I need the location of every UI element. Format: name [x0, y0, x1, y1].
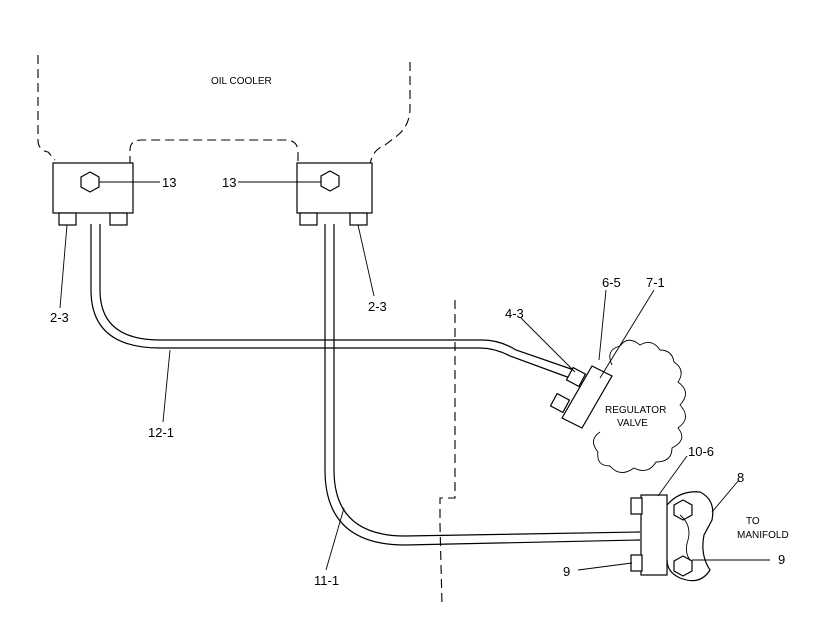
manifold-flange — [630, 491, 714, 582]
oil-cooler-label: OIL COOLER — [211, 76, 272, 87]
tube-11-1 — [324, 224, 641, 546]
regulator-label-line1: REGULATOR — [605, 405, 666, 416]
callout-10-6: 10-6 — [688, 444, 714, 459]
callout-6-5: 6-5 — [602, 275, 621, 290]
callout-7-1: 7-1 — [646, 275, 665, 290]
right-mounting-block — [296, 162, 373, 226]
callout-13-left: 13 — [162, 175, 176, 190]
tube-12-1 — [90, 224, 575, 379]
oil-cooler-outline — [37, 55, 411, 166]
callout-12-1: 12-1 — [148, 425, 174, 440]
callout-11-1: 11-1 — [314, 573, 339, 588]
to-label: TO — [746, 516, 760, 527]
callout-8: 8 — [737, 470, 744, 485]
manifold-label: MANIFOLD — [737, 530, 789, 541]
callout-13-right: 13 — [222, 175, 236, 190]
leader-lines — [59, 181, 770, 571]
regulator-valve — [549, 339, 686, 473]
left-mounting-block — [52, 162, 134, 226]
callout-2-3-left: 2-3 — [50, 310, 69, 325]
frame-dashed-line — [439, 300, 456, 606]
callout-2-3-right: 2-3 — [368, 299, 387, 314]
regulator-label-line2: VALVE — [617, 418, 648, 429]
callout-9-right: 9 — [778, 552, 785, 567]
callout-4-3: 4-3 — [505, 306, 524, 321]
callout-9-left: 9 — [563, 564, 570, 579]
